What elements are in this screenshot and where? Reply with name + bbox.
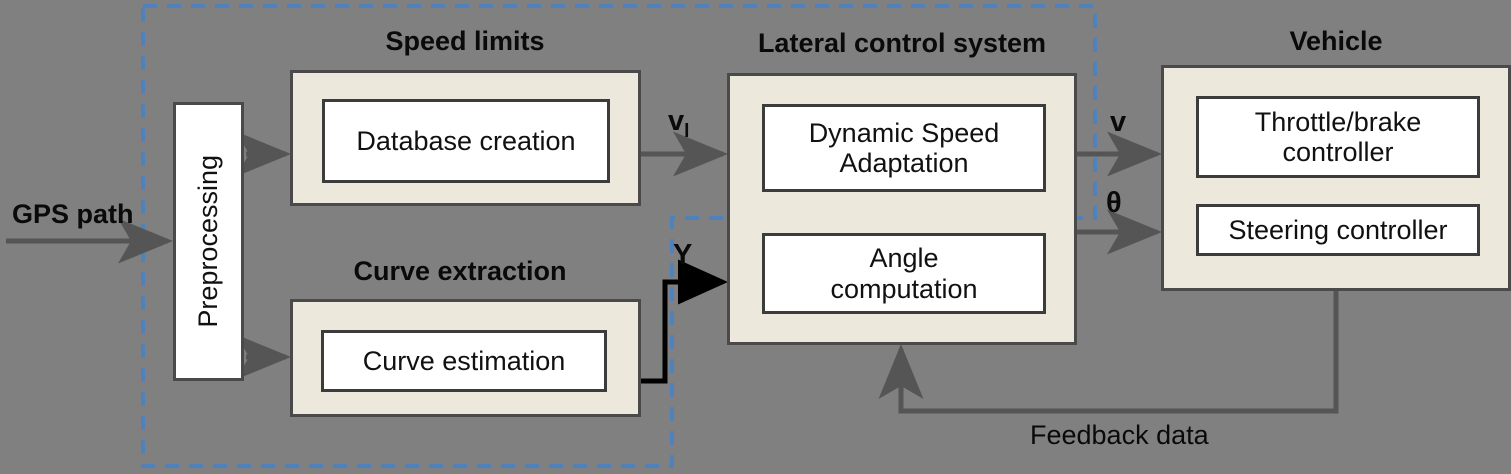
throttle-brake-controller-label: Throttle/brake controller [1255, 107, 1422, 167]
v-speed-edge-label: v [1110, 106, 1127, 138]
curve-extraction-group[interactable]: Curve estimation [290, 299, 641, 417]
v-limit-edge-label: vl [668, 105, 689, 143]
speed-limits-group[interactable]: Database creation [290, 70, 641, 206]
throttle-brake-line1: Throttle/brake [1254, 106, 1422, 137]
lateral-control-system-title: Lateral control system [757, 28, 1047, 58]
feedback-data-label: Feedback data [1030, 420, 1209, 450]
vehicle-title: Vehicle [1289, 26, 1383, 56]
dynamic-speed-adaptation-box[interactable]: Dynamic Speed Adaptation [762, 104, 1046, 192]
preprocessing-label: Preprocessing [193, 155, 223, 328]
throttle-brake-controller-box[interactable]: Throttle/brake controller [1196, 96, 1480, 178]
theta-edge-label: θ [1106, 187, 1122, 219]
throttle-brake-line2: controller [1282, 137, 1394, 167]
v-limit-main: v [668, 105, 685, 137]
upsilon-edge-label: Υ [673, 239, 693, 271]
vehicle-group[interactable]: Throttle/brake controller Steering contr… [1161, 65, 1511, 291]
dynamic-speed-adaptation-line2: Adaptation [839, 148, 969, 178]
dynamic-speed-adaptation-line1: Dynamic Speed [808, 117, 1000, 148]
angle-computation-line1: Angle [869, 243, 939, 274]
angle-computation-label: Angle computation [830, 243, 977, 303]
database-creation-box[interactable]: Database creation [322, 99, 610, 183]
steering-controller-label: Steering controller [1228, 214, 1448, 245]
database-creation-label: Database creation [356, 125, 576, 156]
arrow-curve-extraction-to-angle-computation [641, 259, 728, 384]
arrow-feedback-loop [878, 291, 1339, 414]
curve-extraction-title: Curve extraction [353, 256, 567, 286]
speed-limits-title: Speed limits [385, 26, 545, 56]
angle-computation-line2: computation [830, 273, 978, 304]
gps-path-label: GPS path [12, 199, 134, 229]
system-boundary-dashed-polygon [141, 4, 1097, 468]
angle-computation-box[interactable]: Angle computation [762, 233, 1046, 314]
dynamic-speed-adaptation-label: Dynamic Speed Adaptation [809, 118, 1000, 178]
curve-estimation-box[interactable]: Curve estimation [321, 330, 607, 392]
steering-controller-box[interactable]: Steering controller [1196, 204, 1480, 256]
preprocessing-box[interactable]: Preprocessing [173, 102, 244, 381]
lateral-control-system-group[interactable]: Dynamic Speed Adaptation Angle computati… [727, 73, 1077, 345]
curve-estimation-label: Curve estimation [362, 345, 566, 376]
v-limit-subscript: l [684, 120, 690, 142]
